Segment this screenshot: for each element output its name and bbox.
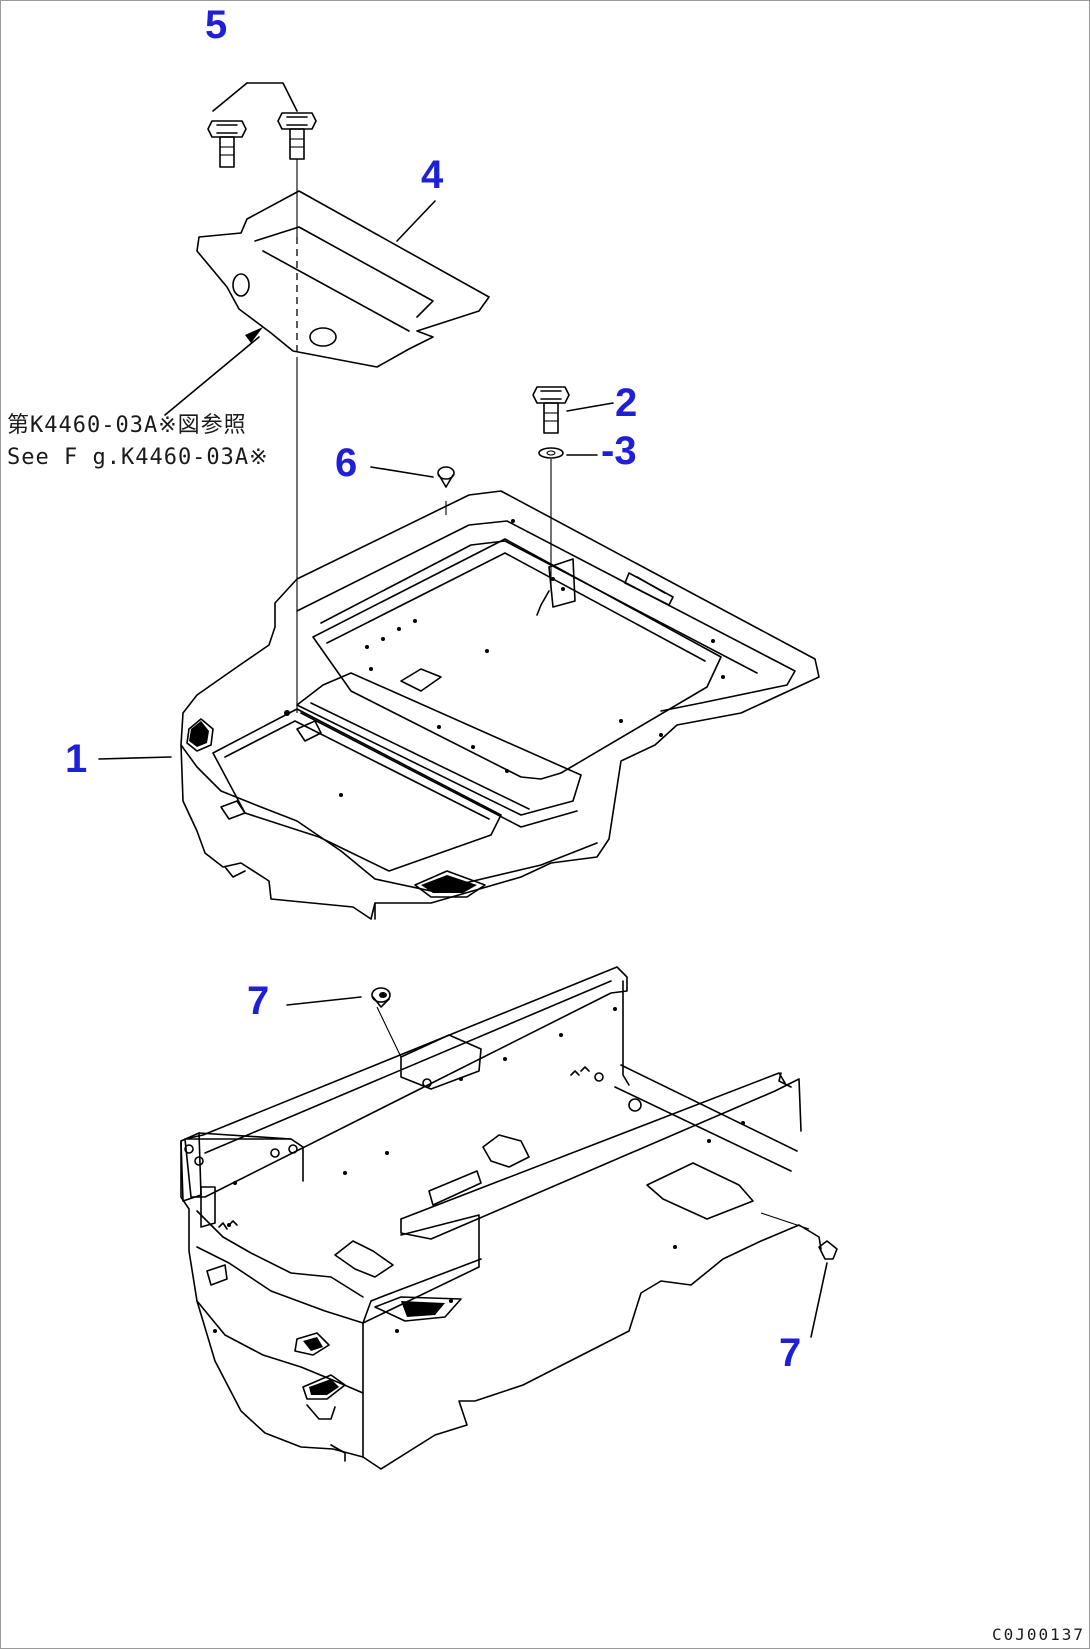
floor-frame-item-1 xyxy=(98,490,820,920)
reference-note-japanese: 第K4460-03A※図参照 xyxy=(7,413,247,438)
callout-3: -3 xyxy=(601,429,637,473)
callout-2: 2 xyxy=(615,381,638,425)
callout-5: 5 xyxy=(205,3,228,47)
drawing-code: C0J00137 xyxy=(991,1625,1085,1644)
bolt-pair-item-5 xyxy=(207,82,317,168)
callout-7-right: 7 xyxy=(779,1331,802,1375)
bolt-item-2 xyxy=(532,386,614,434)
callout-6: 6 xyxy=(335,441,358,485)
reference-note-english: See F g.K4460-03A※ xyxy=(7,445,269,470)
reference-leader-arrow xyxy=(164,327,263,416)
callout-7-top: 7 xyxy=(247,979,270,1023)
callout-4: 4 xyxy=(421,153,444,197)
cover-plate-item-4 xyxy=(196,190,490,368)
lower-frame-assembly xyxy=(180,966,822,1470)
plug-item-7-top xyxy=(286,987,391,1008)
plug-item-7-right xyxy=(810,1240,838,1338)
callout-1: 1 xyxy=(65,737,88,781)
plug-item-6 xyxy=(370,466,455,515)
washer-item-3 xyxy=(538,447,598,591)
